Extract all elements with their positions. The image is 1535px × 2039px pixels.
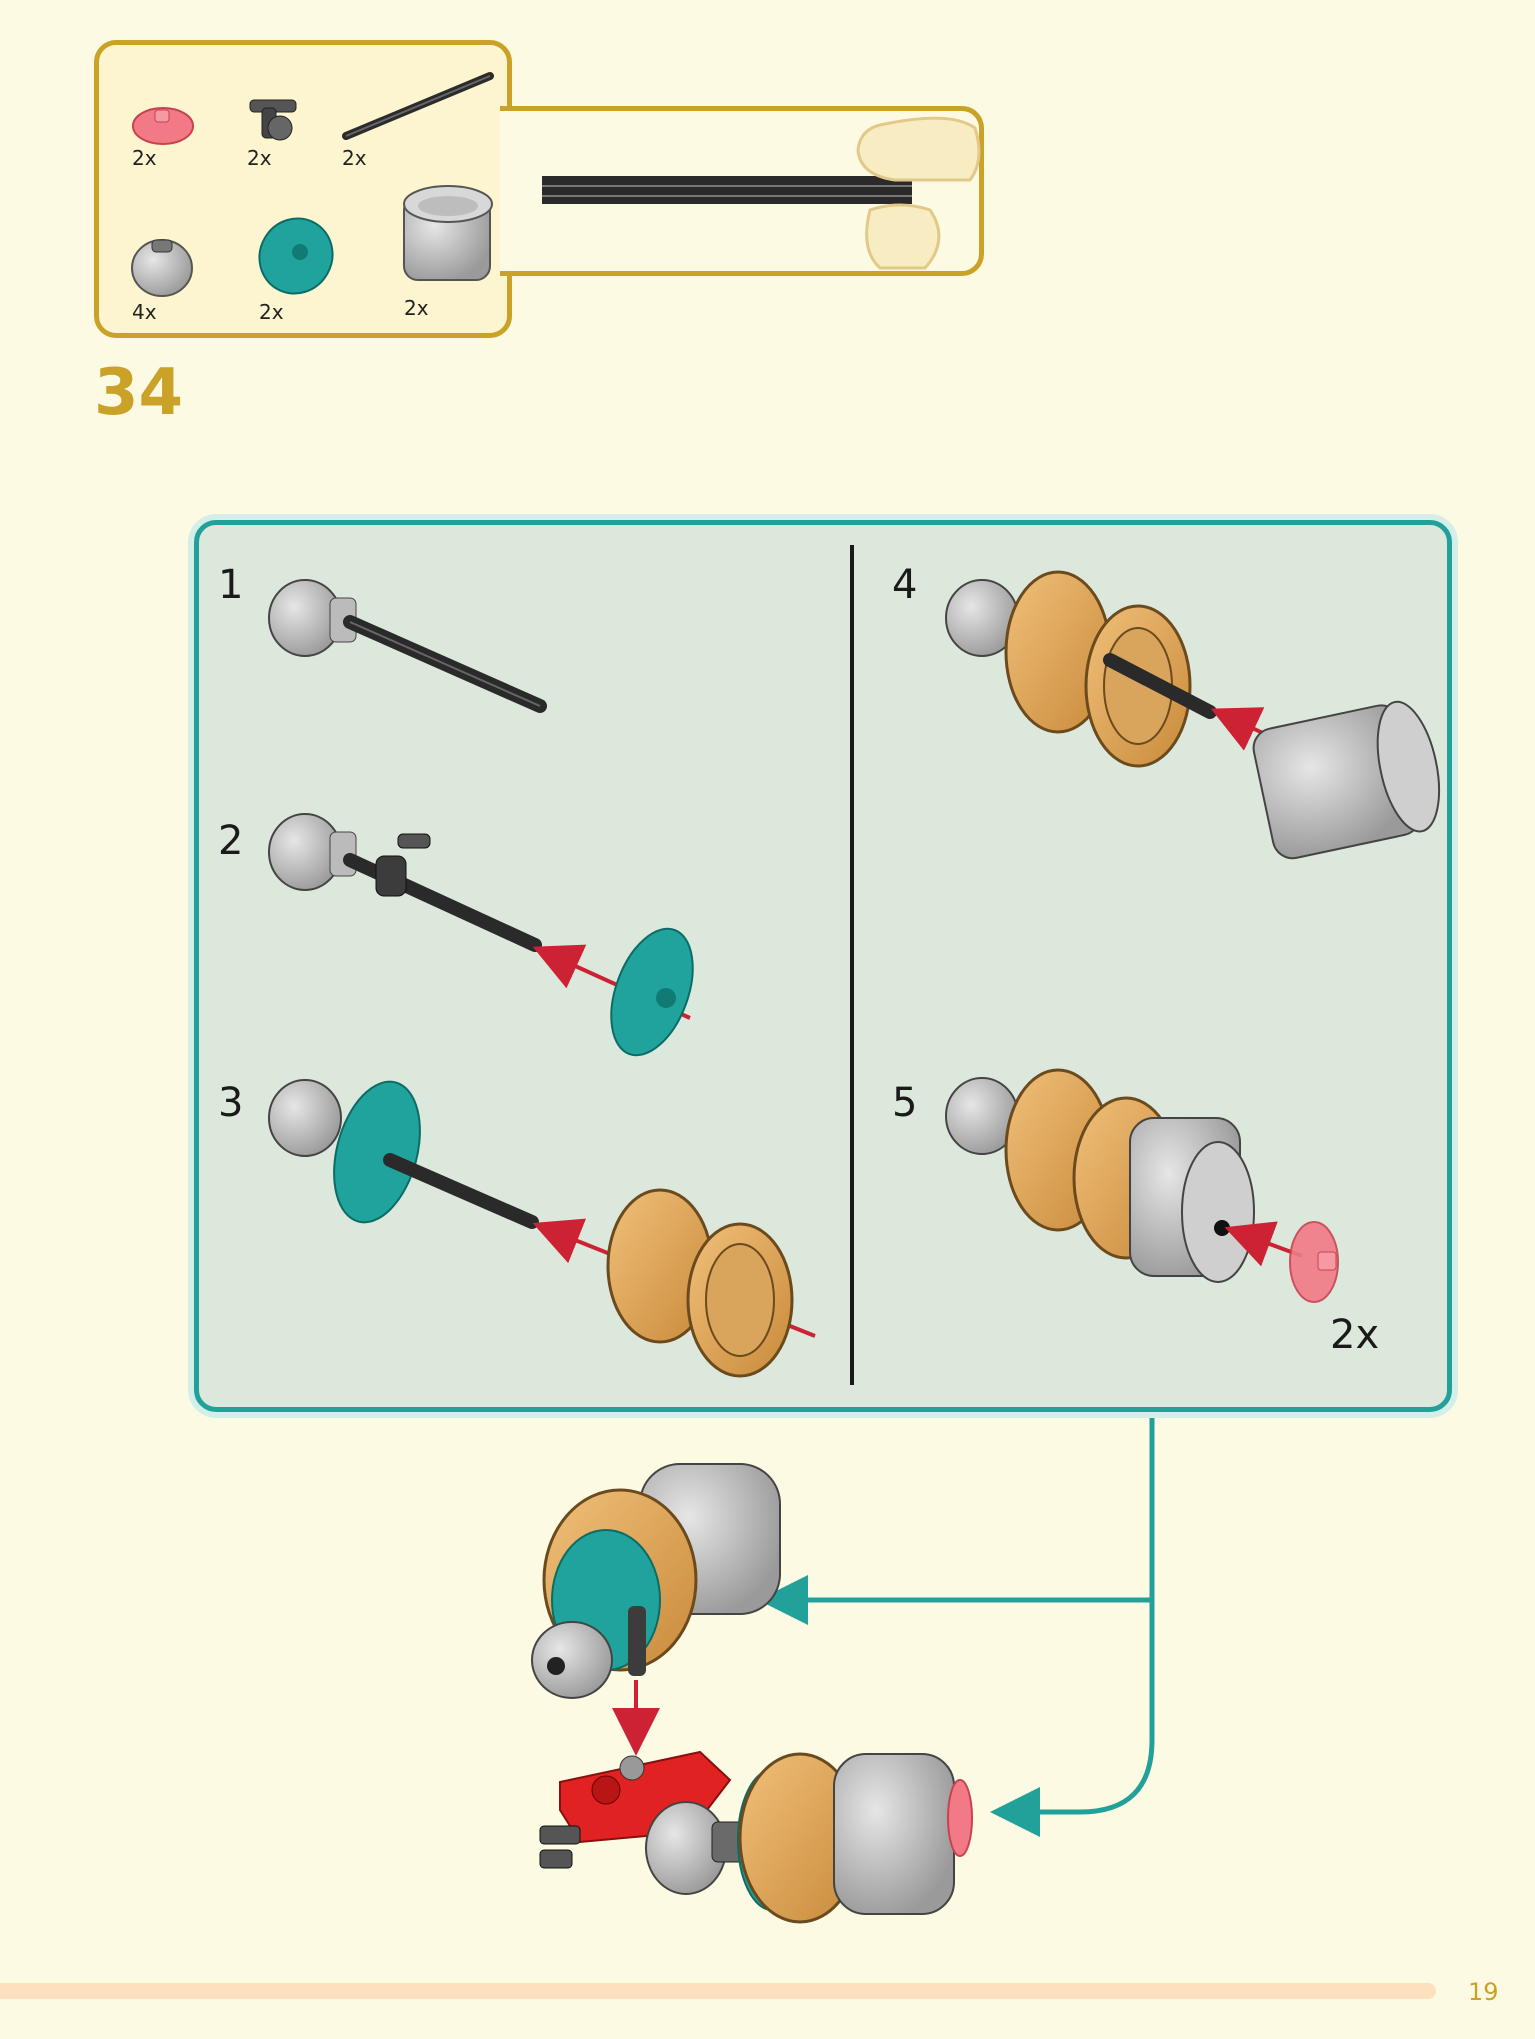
substep-divider xyxy=(850,545,854,1385)
substep2-assembly xyxy=(268,813,694,1057)
axle-connector-icon xyxy=(249,99,297,141)
substep-multiplier: 2x xyxy=(1330,1312,1380,1358)
part-qty: 4x xyxy=(132,300,157,324)
substep-number: 4 xyxy=(892,562,918,608)
vehicle-assembly xyxy=(539,1750,973,1924)
substep-number: 1 xyxy=(218,562,244,608)
part-qty: 2x xyxy=(132,146,157,170)
part-qty: 2x xyxy=(342,146,367,170)
substep4-assembly xyxy=(945,570,1441,860)
teal-plate-icon xyxy=(258,217,334,295)
hand-icon xyxy=(856,116,981,270)
substep1-assembly xyxy=(268,579,547,713)
page-footer-stripe xyxy=(0,1983,1436,1999)
substep5-assembly xyxy=(945,1068,1339,1303)
step-number: 34 xyxy=(94,356,184,430)
trans-red-tile-icon xyxy=(132,107,194,145)
wheel-assembly xyxy=(531,1463,781,1756)
cylinder-icon xyxy=(403,185,493,281)
substep-number: 5 xyxy=(892,1080,918,1126)
axle-icon xyxy=(342,72,494,140)
page-number: 19 xyxy=(1468,1978,1499,2006)
part-qty: 2x xyxy=(259,300,284,324)
substep-number: 2 xyxy=(218,818,244,864)
round-brick-icon xyxy=(131,239,193,297)
substep3-assembly xyxy=(268,1079,816,1378)
axle-length-icon xyxy=(542,176,912,204)
part-qty: 2x xyxy=(247,146,272,170)
arrow-icon xyxy=(758,1418,1155,1837)
substep-number: 3 xyxy=(218,1080,244,1126)
part-qty: 2x xyxy=(404,296,429,320)
